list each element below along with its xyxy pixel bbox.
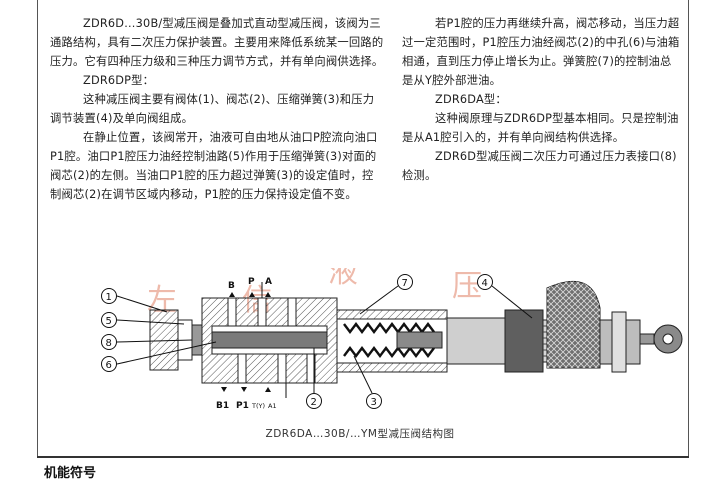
dp-type-heading: ZDR6DP型： (83, 74, 155, 87)
port-b-label: B (228, 281, 235, 291)
da-type-heading: ZDR6DA型： (435, 93, 507, 106)
callout-number: 1 (106, 292, 112, 303)
callout-number: 4 (482, 278, 488, 289)
callout-number: 8 (106, 338, 112, 349)
intro-paragraph: ZDR6D…30B/型减压阀是叠加式直动型减压阀，该阀为三通路结构，具有二次压力… (50, 17, 384, 68)
watermark-char: 压 (452, 269, 482, 304)
top-port-labels: B P A (228, 277, 272, 298)
dp-components-paragraph: 这种减压阀主要有阀体(1)、阀芯(2)、压缩弹簧(3)和压力调节装置(4)及单向… (50, 93, 375, 125)
callout-number: 3 (371, 397, 377, 408)
callout-number: 2 (311, 397, 317, 408)
frame-left-rule (37, 0, 38, 456)
port-b1-label: B1 (216, 401, 229, 411)
pressure-rise-paragraph: 若P1腔的压力再继续升高，阀芯移动，当压力超过一定范围时，P1腔压力油经阀芯(2… (402, 17, 680, 87)
right-text-column: 若P1腔的压力再继续升高，阀芯移动，当压力超过一定范围时，P1腔压力油经阀芯(2… (402, 14, 680, 185)
callouts: 1 5 8 6 2 3 7 4 (101, 274, 533, 409)
spring-housing (336, 309, 448, 373)
rest-position-paragraph: 在静止位置，该阀常开，油液可自由地从油口P腔流向油口P1腔。油口P1腔压力油经控… (50, 131, 378, 201)
callout-number: 7 (402, 278, 408, 289)
callout-number: 6 (106, 360, 112, 371)
lock-key (639, 324, 683, 354)
port-p1-label: P1 (236, 401, 249, 411)
bottom-port-labels: B1 P1 T(Y) A1 (216, 383, 287, 411)
frame-right-rule (688, 0, 689, 456)
spring-coil-bottom (343, 346, 435, 358)
gauge-port-paragraph: ZDR6D型减压阀二次压力可通过压力表接口(8)检测。 (402, 150, 677, 182)
port-ty-label: T(Y) (251, 402, 265, 410)
port-p-label: P (248, 277, 255, 287)
spring-coil-top (343, 322, 435, 334)
valve-cross-section-diagram: 左 信 液 压 气 动 (101, 268, 683, 411)
section-divider (37, 456, 689, 458)
da-principle-paragraph: 这种阀原理与ZDR6DP型基本相同。只是控制油是从A1腔引入的，并有单向阀结构供… (402, 112, 679, 144)
watermark-char: 液 (328, 268, 358, 290)
valve-body (201, 297, 338, 384)
section-title: 机能符号 (44, 466, 97, 481)
port-a-label: A (265, 277, 272, 287)
port-a1-label: A1 (268, 402, 277, 410)
callout-number: 5 (106, 316, 112, 327)
left-text-column: ZDR6D…30B/型减压阀是叠加式直动型减压阀，该阀为三通路结构，具有二次压力… (50, 14, 385, 204)
figure-caption: ZDR6DA…30B/…YM型减压阀结构图 (265, 428, 455, 440)
pressure-adjusting-device (446, 280, 641, 373)
